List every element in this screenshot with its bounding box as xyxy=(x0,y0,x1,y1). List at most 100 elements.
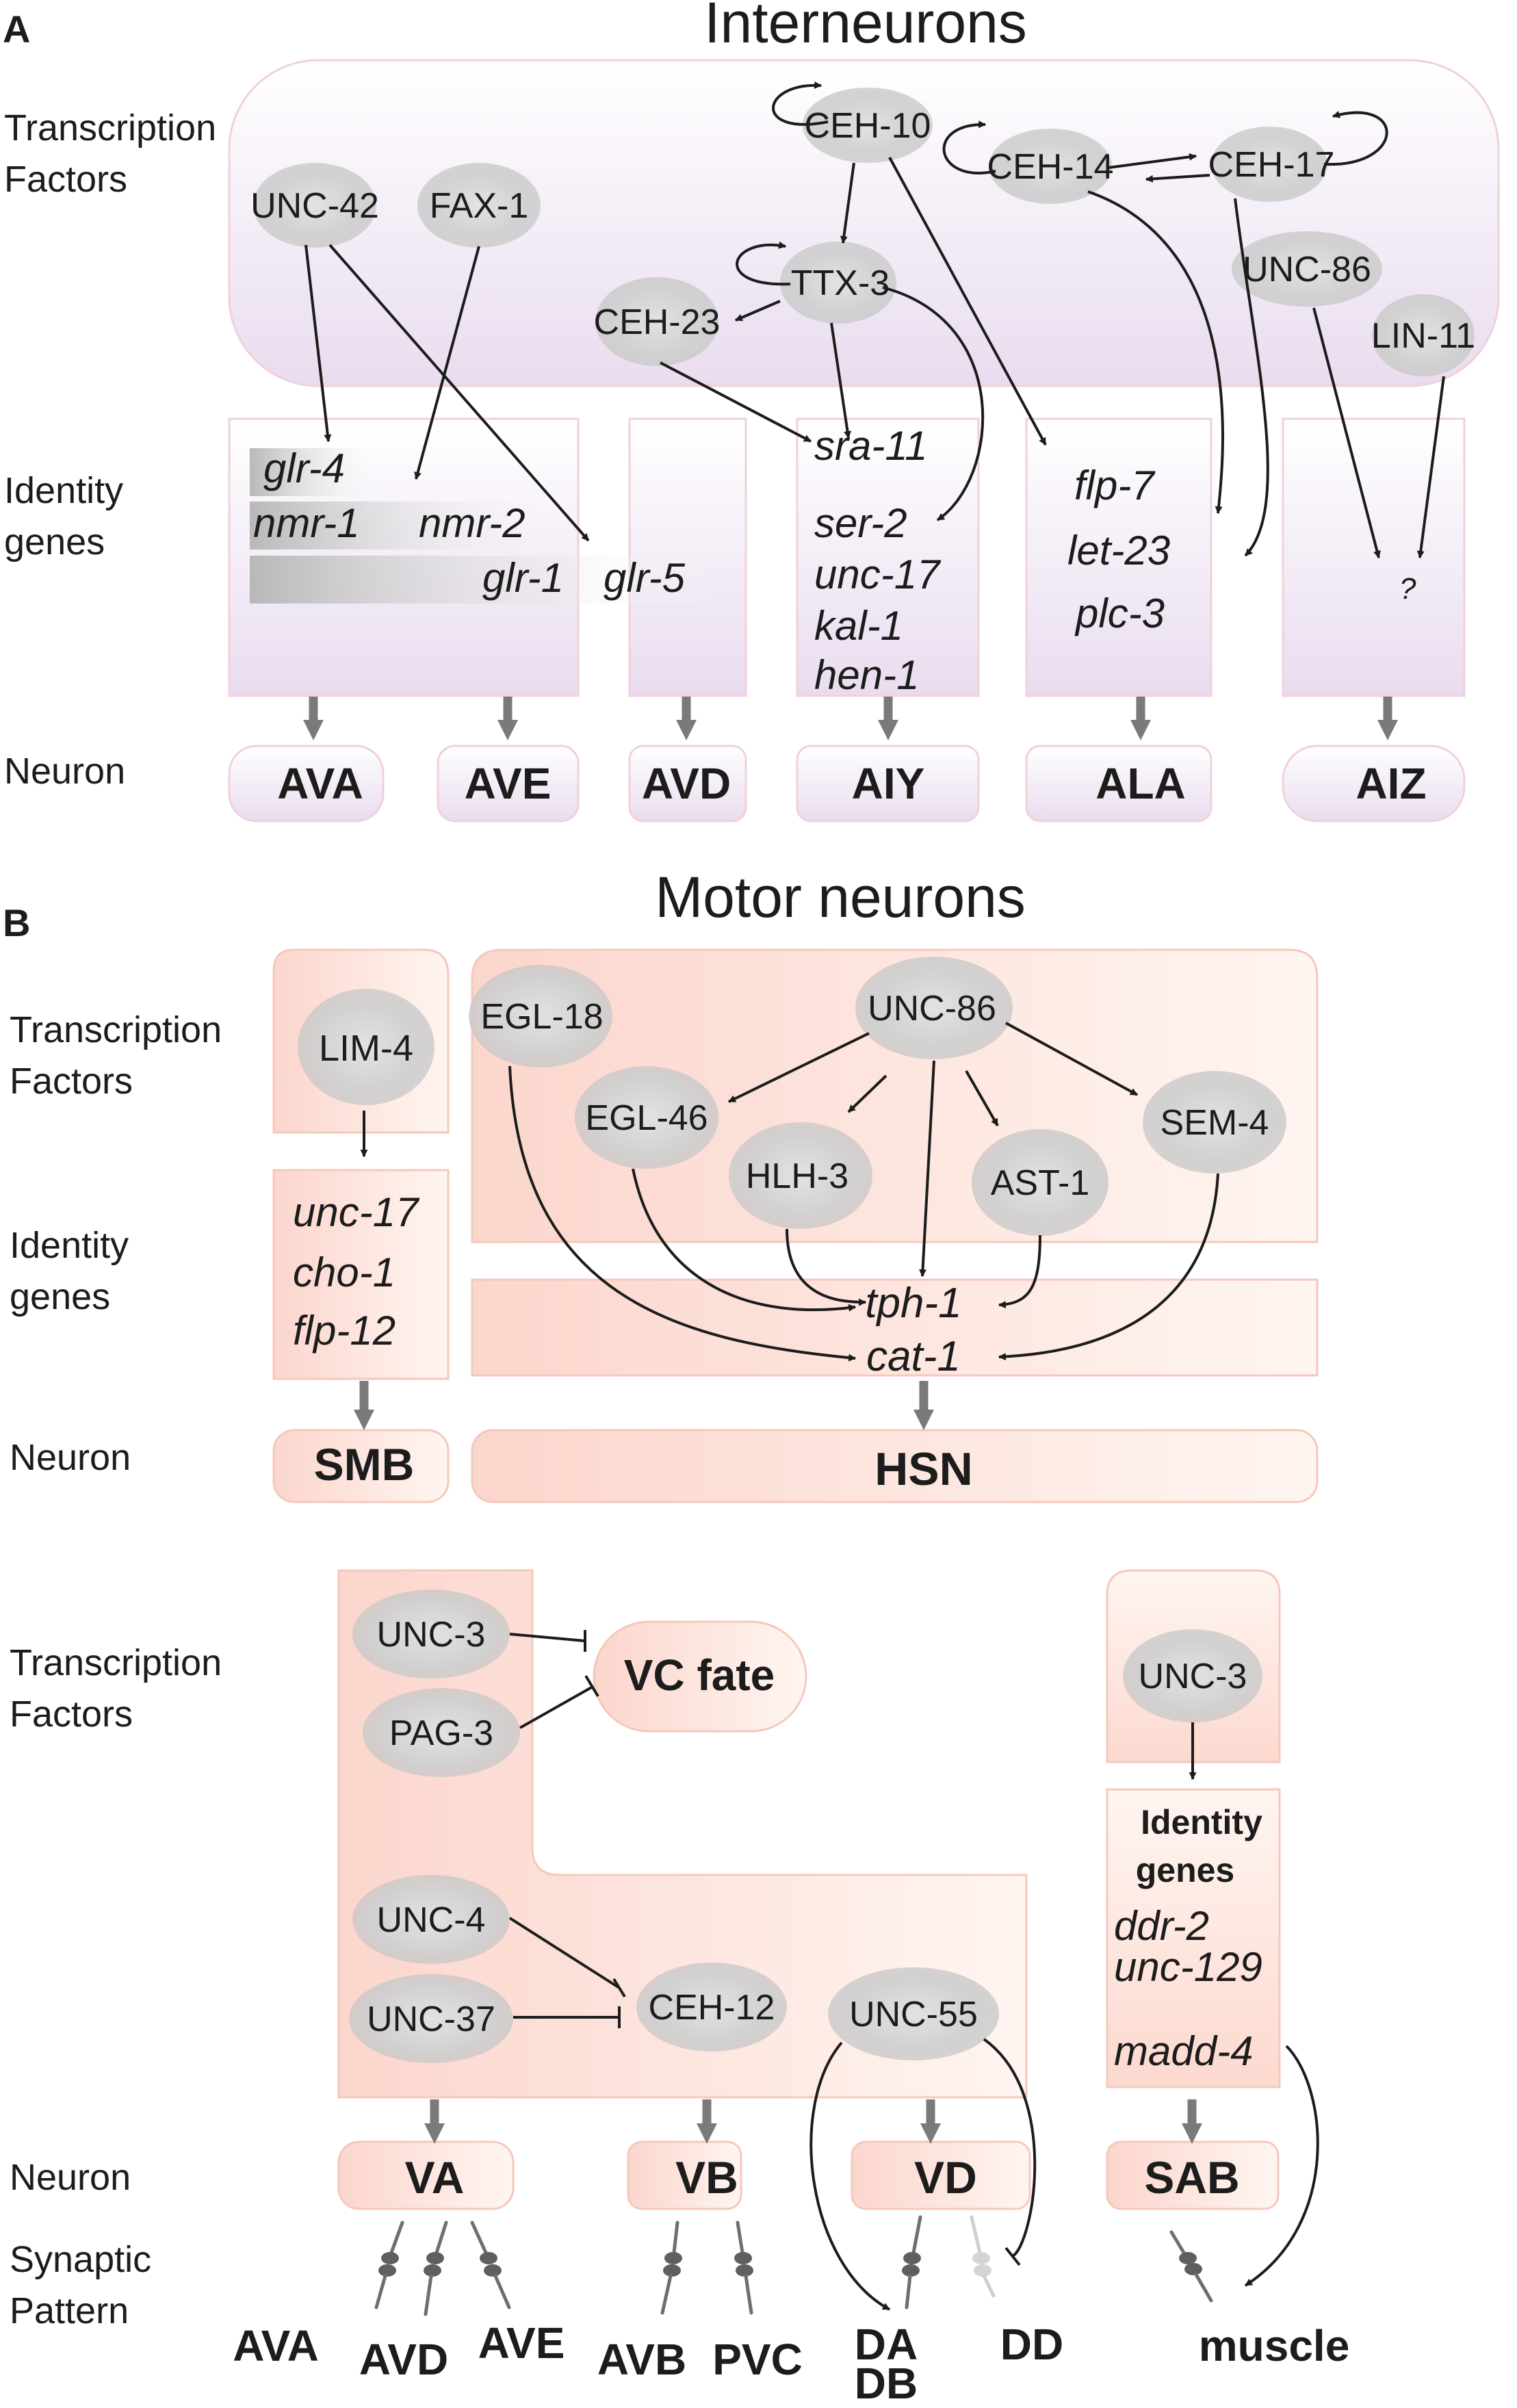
factor-ceh-14: CEH-14 xyxy=(987,147,1114,187)
neuron-hsn: HSN xyxy=(874,1443,973,1495)
tf-region-box xyxy=(228,59,1500,387)
factor-unc-3-sab: UNC-3 xyxy=(1139,1657,1247,1696)
neuron-ava: AVA xyxy=(277,759,363,808)
panel-b-letter: B xyxy=(3,901,30,944)
factor-unc-86: UNC-86 xyxy=(1243,250,1371,289)
gene-cho-1: cho-1 xyxy=(293,1250,396,1295)
neuron-aiz: AIZ xyxy=(1356,759,1426,808)
row-label-genes-b: Identity xyxy=(10,1225,129,1266)
partner-avd: AVD xyxy=(359,2335,448,2384)
gene-glr-4: glr-4 xyxy=(263,445,345,491)
row-label-tf-a-2: Factors xyxy=(4,159,127,200)
factor-unc-3-va: UNC-3 xyxy=(377,1615,486,1655)
synapse-icons xyxy=(374,2215,1213,2316)
row-label-genes-a: Identity xyxy=(4,470,123,511)
factor-ttx-3: TTX-3 xyxy=(791,263,890,303)
gene-flp-7: flp-7 xyxy=(1074,463,1156,508)
partner-da: DA xyxy=(855,2320,918,2369)
factor-ast-1: AST-1 xyxy=(991,1163,1090,1203)
partner-dd: DD xyxy=(1000,2320,1063,2369)
factor-fax-1: FAX-1 xyxy=(430,186,529,226)
factor-ceh-10: CEH-10 xyxy=(805,106,931,146)
gene-glr-5: glr-5 xyxy=(604,555,686,601)
gene-flp-12: flp-12 xyxy=(293,1308,396,1354)
row-label-genes-b-2: genes xyxy=(10,1276,110,1317)
gene-tph-1: tph-1 xyxy=(865,1280,961,1327)
gene-hen-1: hen-1 xyxy=(814,652,919,698)
row-label-tf-b-2: Factors xyxy=(10,1061,133,1102)
factor-unc-55: UNC-55 xyxy=(849,1995,978,2034)
partner-pvc: PVC xyxy=(712,2335,803,2384)
factor-ceh-23: CEH-23 xyxy=(594,302,721,342)
partner-avb: AVB xyxy=(597,2335,686,2384)
panel-b-title: Motor neurons xyxy=(655,865,1026,929)
gene-ser-2: ser-2 xyxy=(814,500,907,546)
vc-fate-label: VC fate xyxy=(624,1650,775,1700)
neuron-boxes-a xyxy=(228,745,1466,823)
factor-hlh-3: HLH-3 xyxy=(746,1156,848,1196)
factor-ovals-hsn xyxy=(469,957,1286,1236)
gene-unc-129: unc-129 xyxy=(1114,1944,1262,1990)
factor-sem-4: SEM-4 xyxy=(1161,1103,1269,1143)
gene-nmr-1: nmr-1 xyxy=(253,500,360,546)
row-label-neuron-b: Neuron xyxy=(10,1437,131,1478)
factor-unc-86-b: UNC-86 xyxy=(868,989,996,1028)
row-label-neuron-a: Neuron xyxy=(4,751,125,792)
factor-egl-18: EGL-18 xyxy=(480,997,603,1037)
oval-lim-4 xyxy=(298,989,435,1105)
panel-a-title: Interneurons xyxy=(704,0,1027,55)
gene-glr-1: glr-1 xyxy=(482,555,564,601)
factor-pag-3: PAG-3 xyxy=(389,1713,493,1753)
gene-madd-4: madd-4 xyxy=(1114,2028,1253,2074)
neuron-smb: SMB xyxy=(314,1439,415,1490)
row-label-tf-b: Transcription xyxy=(10,1009,222,1050)
factor-unc-42: UNC-42 xyxy=(250,186,379,226)
neuron-aiy: AIY xyxy=(852,759,925,808)
progression-arrows-a xyxy=(303,697,1398,740)
neuron-ave: AVE xyxy=(465,759,552,808)
factor-lin-11: LIN-11 xyxy=(1371,316,1475,356)
neuron-ala: ALA xyxy=(1095,759,1186,808)
gene-plc-3: plc-3 xyxy=(1074,591,1165,636)
row-label-tf-a: Transcription xyxy=(4,107,216,148)
factor-ovals-ventral xyxy=(349,1590,1262,2063)
inhibition-edges xyxy=(508,1630,1037,2266)
gene-let-23: let-23 xyxy=(1067,528,1170,573)
progression-arrows-ventral xyxy=(424,2099,1202,2144)
row-label-tf-c-2: Factors xyxy=(10,1694,133,1735)
progression-arrows-b-top xyxy=(354,1381,934,1430)
gene-sra-11: sra-11 xyxy=(814,423,928,469)
partner-ava: AVA xyxy=(233,2321,319,2370)
partner-muscle: muscle xyxy=(1199,2321,1350,2370)
row-label-syn-2: Pattern xyxy=(10,2290,129,2331)
factor-unc-4: UNC-4 xyxy=(377,1900,486,1940)
factor-lim-4: LIM-4 xyxy=(319,1028,413,1069)
gene-kal-1: kal-1 xyxy=(814,603,903,649)
gene-unc-17-smb: unc-17 xyxy=(293,1189,420,1235)
gene-ddr-2: ddr-2 xyxy=(1114,1903,1209,1949)
partner-db: DB xyxy=(855,2359,918,2408)
sab-genes-title-2: genes xyxy=(1136,1851,1235,1889)
factor-ovals-a xyxy=(253,88,1475,376)
neuron-sab: SAB xyxy=(1144,2152,1239,2203)
factor-ceh-12: CEH-12 xyxy=(649,1988,775,2028)
row-label-tf-c: Transcription xyxy=(10,1642,222,1683)
neuron-vb: VB xyxy=(675,2152,738,2203)
gene-expression-bars xyxy=(250,448,722,604)
factor-ceh-17: CEH-17 xyxy=(1208,145,1335,185)
neuron-avd: AVD xyxy=(642,759,731,808)
ventral-boxes xyxy=(337,1569,1281,2210)
gene-unc-17-a: unc-17 xyxy=(814,552,942,597)
activation-edges-ventral xyxy=(809,1722,1319,2311)
gene-nmr-2: nmr-2 xyxy=(419,500,526,546)
sab-genes-title: Identity xyxy=(1141,1803,1262,1841)
panel-a-letter: A xyxy=(3,8,30,51)
gene-cat-1: cat-1 xyxy=(866,1333,961,1380)
regulatory-arrows-hsn xyxy=(508,1022,1219,1362)
row-label-neuron-c: Neuron xyxy=(10,2157,131,2198)
row-label-genes-a-2: genes xyxy=(4,521,105,562)
regulatory-arrows-a xyxy=(304,81,1445,559)
factor-egl-46: EGL-46 xyxy=(585,1098,708,1138)
gene-unknown: ? xyxy=(1399,572,1416,606)
